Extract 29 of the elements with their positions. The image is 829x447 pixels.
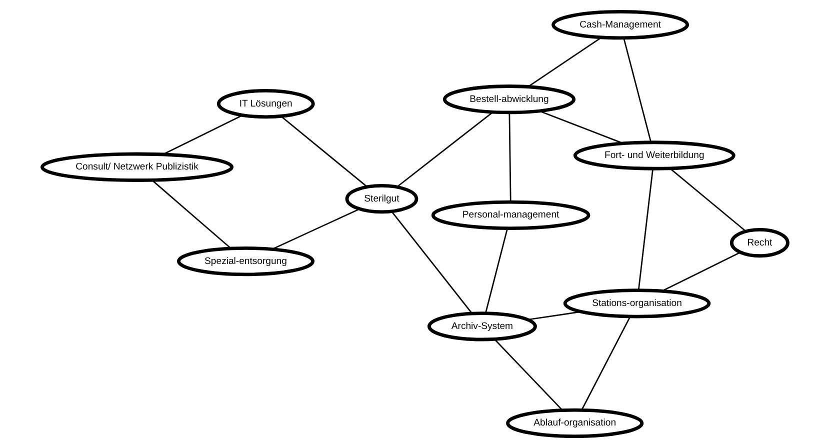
node-ellipse: Cash-Management [551,9,689,40]
node-ellipse: Fort- und Weiterbildung [572,140,735,170]
connector [494,338,562,410]
connector [637,168,654,290]
node-ellipse: IT Lösungen [216,88,314,118]
node-ellipse: Bestell-abwicklung [442,84,576,114]
node-ellipse: Recht [729,227,789,258]
node-ellipse: Spezial-entsorgung [176,246,314,276]
connector [538,110,623,144]
node-ellipse: Stations-organisation [562,288,710,318]
node-ellipse: Personal-management [430,200,590,230]
connector [508,112,511,202]
connector [661,251,740,292]
connector [484,228,508,313]
connector [390,210,472,314]
node-ellipse: Ablauf-organisation [506,408,644,438]
connector [668,167,746,232]
node-ellipse: Archiv-System [426,311,536,341]
connector [527,310,581,320]
connector [162,114,242,155]
connector [580,316,630,410]
connector [527,36,602,87]
connector [622,37,652,142]
connector [151,179,231,248]
connector [396,111,493,188]
connector [271,208,360,250]
node-ellipse: Sterilgut [344,183,418,214]
node-ellipse: Consult/ Netzwerk Publizistik [40,152,234,182]
connector [280,115,368,187]
